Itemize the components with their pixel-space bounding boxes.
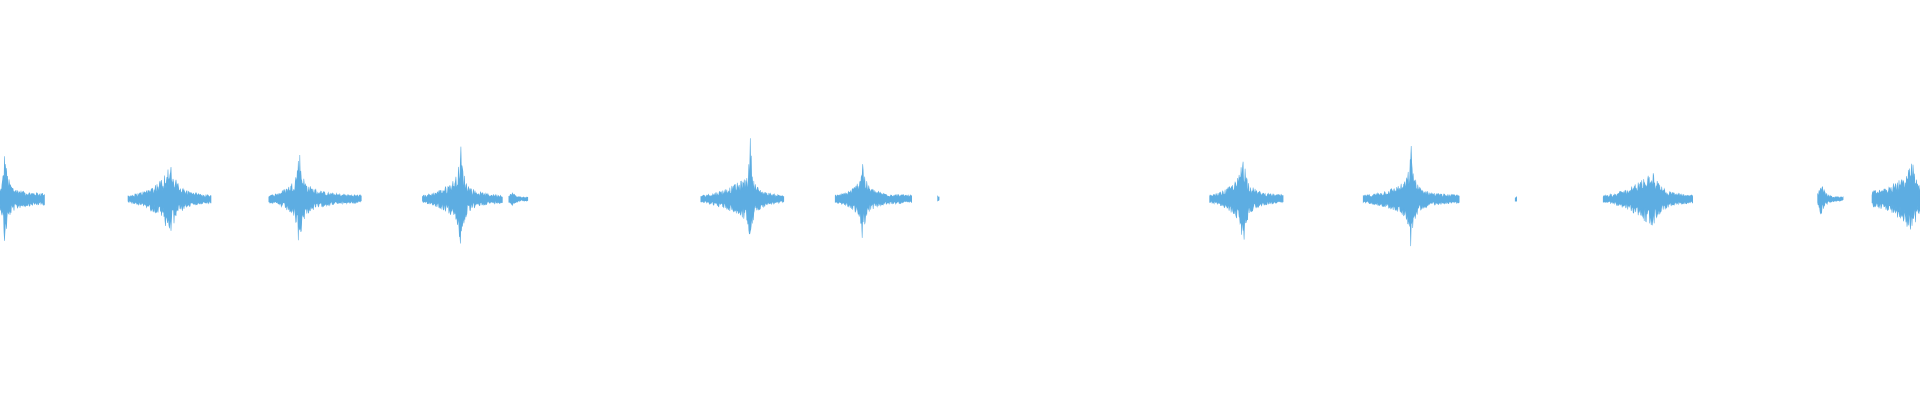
- waveform-burst: [1362, 145, 1460, 247]
- waveform-burst: [834, 164, 912, 238]
- waveform-burst: [127, 166, 212, 231]
- waveform-burst: [700, 138, 785, 235]
- waveform-burst: [1871, 163, 1920, 230]
- waveform-burst: [422, 146, 503, 244]
- waveform-burst: [508, 192, 529, 207]
- waveform-burst: [1514, 196, 1517, 202]
- waveform-bursts: [0, 138, 1920, 247]
- waveform-burst: [1209, 161, 1284, 240]
- waveform-burst: [1817, 186, 1844, 215]
- waveform-burst: [0, 156, 45, 241]
- waveform-burst: [268, 154, 362, 241]
- waveform-burst: [937, 195, 940, 202]
- waveform-burst: [1602, 173, 1693, 226]
